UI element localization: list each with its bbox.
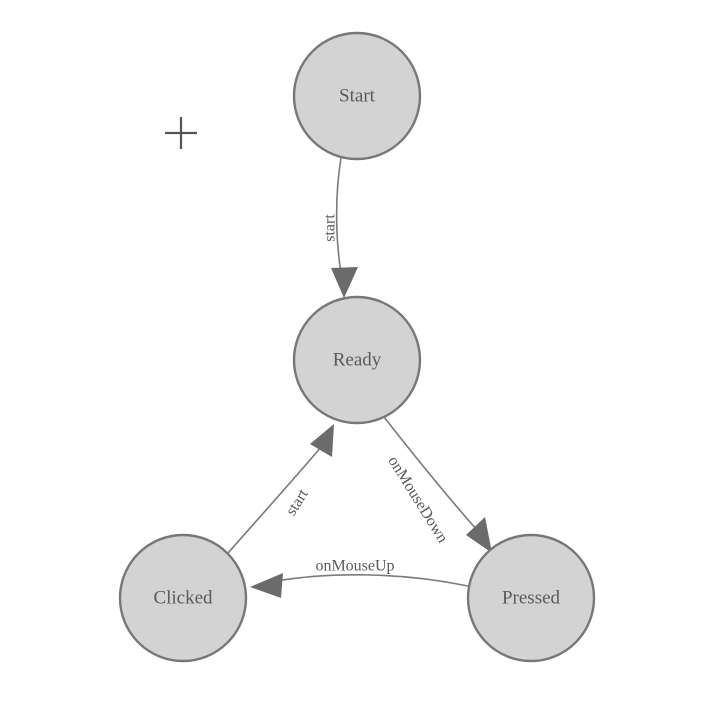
node-pressed-label: Pressed <box>502 587 561 608</box>
crosshair-icon[interactable] <box>165 117 197 149</box>
edge-label-start-to-ready: start <box>322 214 339 242</box>
edge-clicked-to-ready[interactable]: start <box>227 424 334 554</box>
node-pressed[interactable]: Pressed <box>466 533 596 663</box>
edge-label-ready-to-pressed: onMouseDown <box>384 453 451 546</box>
edge-ready-to-pressed[interactable]: onMouseDown <box>383 416 492 553</box>
edge-pressed-to-clicked-path[interactable] <box>275 573 469 587</box>
edge-start-to-ready-arrowhead <box>331 267 358 298</box>
edge-clicked-to-ready-path[interactable] <box>227 445 323 554</box>
node-clicked-label: Clicked <box>153 587 213 608</box>
node-start-circle[interactable] <box>292 31 422 161</box>
node-ready-circle[interactable] <box>292 295 422 425</box>
edge-label-clicked-to-ready: start <box>283 486 312 519</box>
node-pressed-circle[interactable] <box>466 533 596 663</box>
edge-ready-to-pressed-arrowhead <box>466 517 492 553</box>
edge-pressed-to-clicked-arrowhead <box>250 573 283 598</box>
node-start-label: Start <box>339 85 376 106</box>
edge-label-pressed-to-clicked: onMouseUp <box>315 558 394 575</box>
edge-clicked-to-ready-arrowhead <box>310 424 334 457</box>
node-start[interactable]: Start <box>292 31 422 161</box>
node-ready-label: Ready <box>333 349 382 370</box>
edge-start-to-ready[interactable]: start <box>322 157 358 298</box>
node-ready[interactable]: Ready <box>292 295 422 425</box>
edge-pressed-to-clicked[interactable]: onMouseUp <box>250 558 469 598</box>
node-clicked-circle[interactable] <box>118 533 248 663</box>
node-clicked[interactable]: Clicked <box>118 533 248 663</box>
